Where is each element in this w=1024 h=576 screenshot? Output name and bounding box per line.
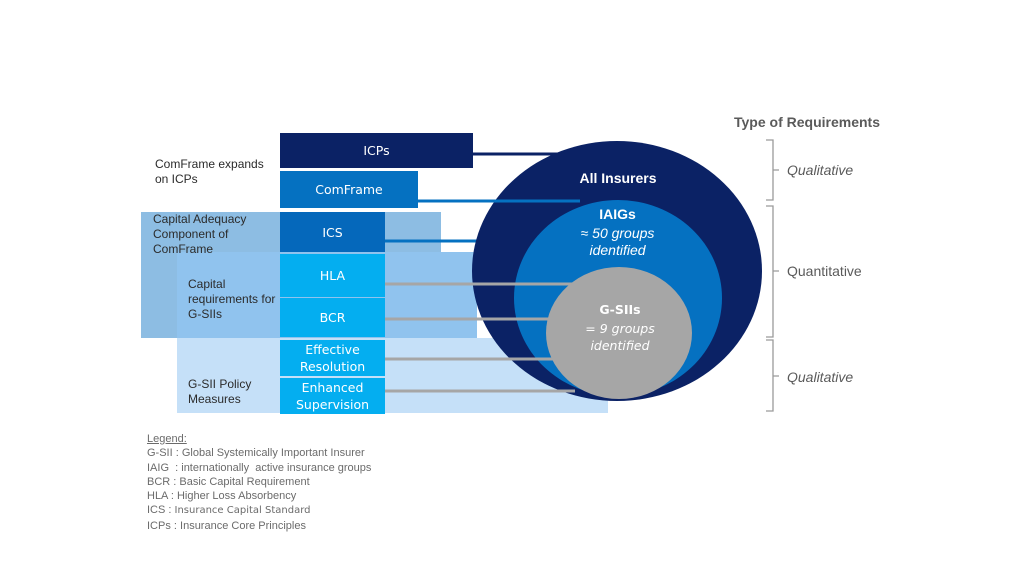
all-insurers-title: All Insurers — [579, 170, 657, 186]
enhanced-supervision-box: Enhanced Supervision — [280, 378, 385, 414]
legend-abbr: ICS — [147, 504, 166, 517]
hla-box: HLA — [280, 254, 385, 297]
legend: Legend: G-SII : Global Systemically Impo… — [147, 432, 371, 533]
legend-item: IAIG : internationally active insurance … — [147, 461, 371, 475]
legend-desc: Global Systemically Important Insurer — [181, 447, 365, 460]
legend-desc: Basic Capital Requirement — [179, 475, 310, 488]
effective-resolution-label: Effective Resolution — [299, 342, 366, 374]
gsii-policy-label: G-SII Policy Measures — [188, 377, 252, 406]
effective-resolution-box: Effective Resolution — [280, 340, 385, 376]
gsiis-subtitle: = 9 groups identified — [585, 321, 655, 353]
legend-sep: : — [170, 475, 180, 488]
legend-abbr: IAIG — [147, 461, 170, 474]
requirement-qualitative-bottom: Qualitative — [787, 369, 854, 385]
bracket-quantitative — [766, 205, 779, 338]
legend-sep: : — [172, 447, 182, 460]
legend-desc: Insurance Core Principles — [180, 519, 306, 532]
legend-item: HLA : Higher Loss Absorbency — [147, 489, 371, 503]
legend-desc: Insurance Capital Standard — [174, 505, 311, 517]
hla-label: HLA — [319, 268, 346, 283]
icps-box: ICPs — [280, 133, 473, 168]
legend-title: Legend: — [147, 433, 187, 445]
iaigs-title: IAIGs — [599, 206, 636, 222]
bracket-qualitative-top — [766, 139, 779, 201]
legend-item: BCR : Basic Capital Requirement — [147, 475, 371, 489]
gsiis-circle — [546, 267, 692, 399]
legend-sep: : — [167, 490, 177, 503]
icps-label: ICPs — [363, 143, 390, 158]
comframe-expands-label: ComFrame expands on ICPs — [155, 157, 264, 186]
legend-sep: : — [170, 519, 181, 532]
comframe-box: ComFrame — [280, 171, 418, 208]
legend-abbr: HLA — [147, 490, 168, 503]
capital-gsii-label: Capital requirements for G-SIIs — [188, 277, 276, 321]
requirement-qualitative-top: Qualitative — [787, 162, 854, 178]
legend-sep: : — [165, 504, 175, 517]
enhanced-supervision-label: Enhanced Supervision — [295, 380, 370, 412]
legend-item: ICPs : Insurance Core Principles — [147, 519, 371, 533]
iaigs-subtitle: ≈ 50 groups identified — [580, 225, 655, 258]
capital-adequacy-label: Capital Adequacy Component of ComFrame — [153, 212, 247, 256]
legend-item: ICS : Insurance Capital Standard — [147, 503, 371, 518]
bcr-label: BCR — [319, 310, 346, 325]
bcr-box: BCR — [280, 298, 385, 337]
gsiis-title: G-SIIs — [599, 302, 641, 317]
legend-desc: internationally active insurance groups — [181, 461, 372, 474]
requirement-quantitative: Quantitative — [787, 263, 862, 279]
legend-abbr: G-SII — [147, 447, 173, 460]
legend-desc: Higher Loss Absorbency — [176, 490, 297, 503]
bracket-qualitative-bottom — [766, 339, 779, 412]
legend-abbr: BCR — [147, 475, 171, 488]
legend-abbr: ICPs — [147, 519, 171, 532]
legend-sep: : — [169, 461, 182, 474]
requirements-title: Type of Requirements — [734, 114, 880, 130]
ics-label: ICS — [322, 224, 343, 240]
ics-box: ICS — [280, 212, 385, 252]
legend-item: G-SII : Global Systemically Important In… — [147, 446, 371, 460]
comframe-label: ComFrame — [315, 182, 383, 197]
